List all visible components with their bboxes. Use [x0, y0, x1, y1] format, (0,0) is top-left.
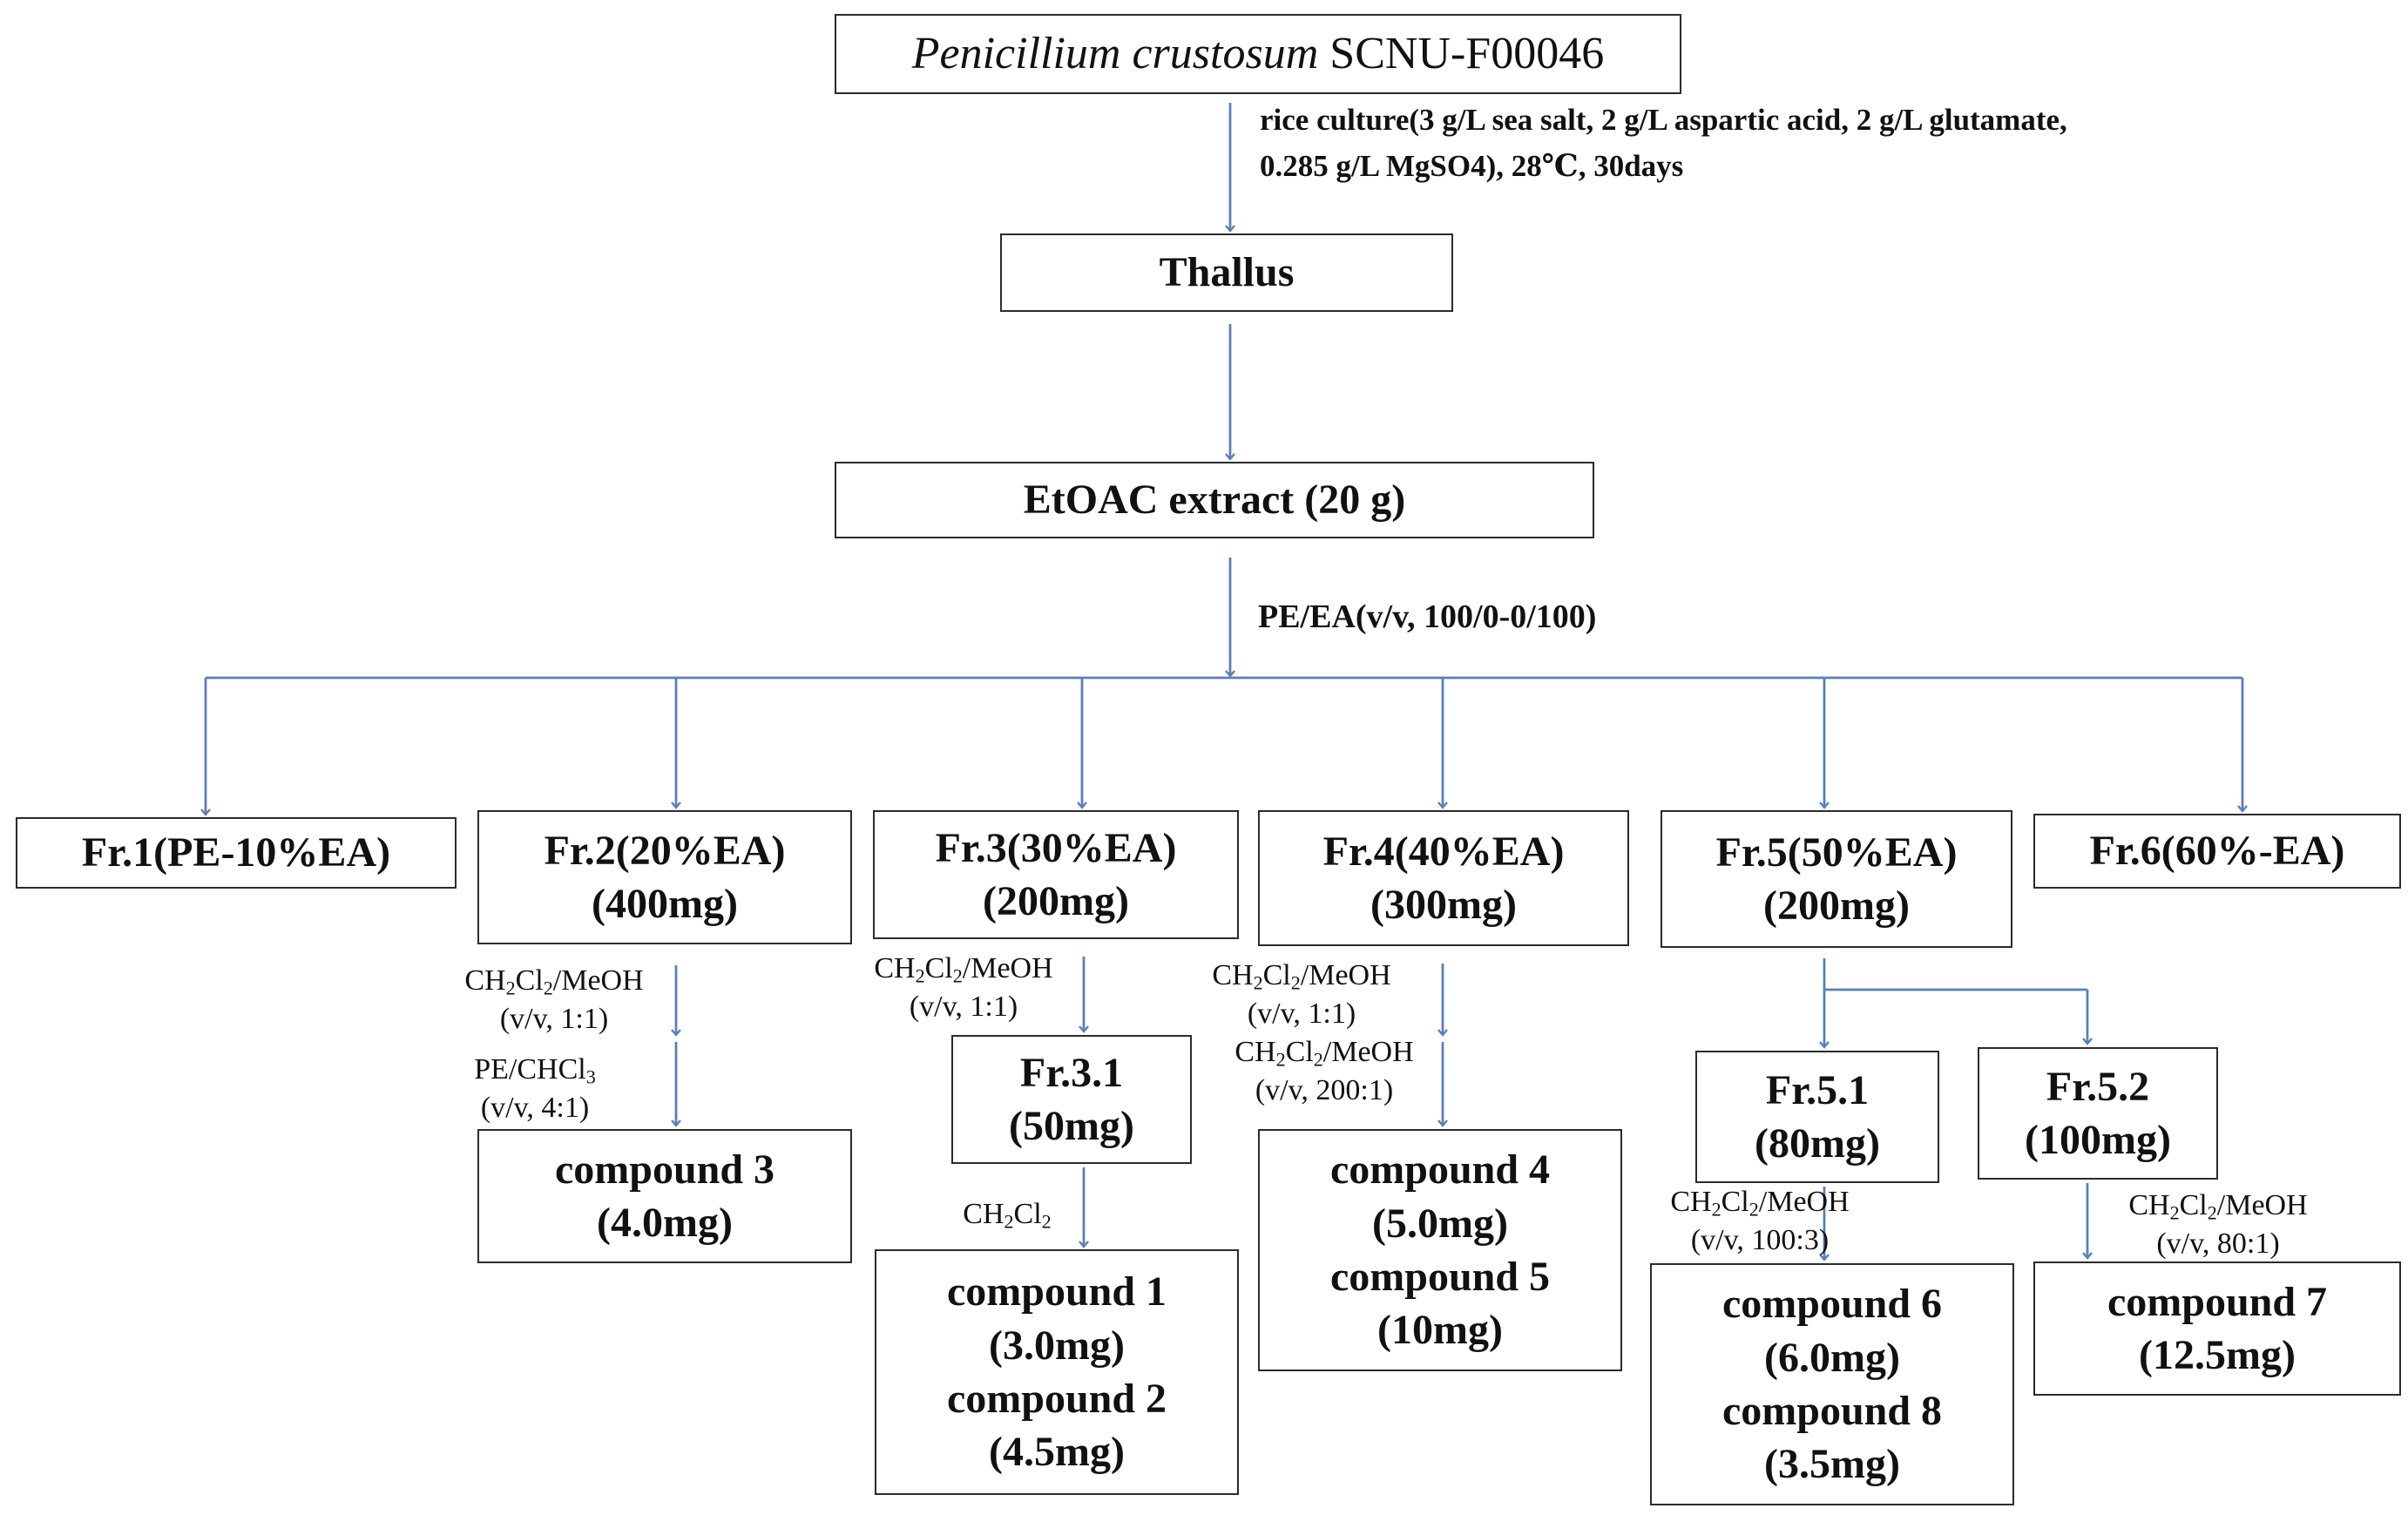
fraction-5-2-name: Fr.5.2 — [2046, 1063, 2150, 1110]
thallus-box: Thallus — [1000, 233, 1453, 312]
compound-4-5-box: compound 4 (5.0mg) compound 5 (10mg) — [1258, 1129, 1622, 1371]
solvent-fr5-2: CH2Cl2/MeOH (v/v, 80:1) — [2128, 1187, 2307, 1263]
fraction-3-1-box: Fr.3.1 (50mg) — [951, 1035, 1192, 1164]
fraction-5-1-mass: (80mg) — [1755, 1120, 1880, 1167]
solvent-formula: CH2Cl2/MeOH — [874, 952, 1053, 987]
compound-1-name: compound 1 — [946, 1268, 1167, 1315]
organism-name: Penicillium crustosum — [911, 28, 1319, 78]
solvent-ratio: (v/v, 1:1) — [499, 1003, 609, 1036]
compound-5-mass: (10mg) — [1377, 1307, 1503, 1354]
fraction-1-name: Fr.1(PE-10%EA) — [81, 829, 391, 876]
compound-6-mass: (6.0mg) — [1764, 1334, 1900, 1381]
compound-1-2-box: compound 1 (3.0mg) compound 2 (4.5mg) — [875, 1249, 1239, 1495]
compound-6-8-box: compound 6 (6.0mg) compound 8 (3.5mg) — [1650, 1263, 2014, 1505]
compound-4-mass: (5.0mg) — [1372, 1200, 1508, 1247]
culture-line-1: rice culture(3 g/L sea salt, 2 g/L aspar… — [1260, 103, 2067, 137]
compound-8-mass: (3.5mg) — [1764, 1441, 1900, 1488]
compound-3-name: compound 3 — [554, 1146, 775, 1193]
extract-box: EtOAC extract (20 g) — [835, 462, 1594, 538]
fraction-2-box: Fr.2(20%EA) (400mg) — [477, 810, 852, 944]
gradient-label: PE/EA(v/v, 100/0-0/100) — [1258, 599, 1597, 635]
compound-2-name: compound 2 — [946, 1376, 1167, 1422]
fraction-6-box: Fr.6(60%-EA) — [2033, 814, 2401, 889]
solvent-formula: PE/CHCl3 — [474, 1053, 596, 1088]
compound-7-name: compound 7 — [2107, 1278, 2328, 1325]
solvent-ratio: (v/v, 1:1) — [1247, 998, 1356, 1031]
compound-8-name: compound 8 — [1721, 1388, 1943, 1434]
culture-conditions: rice culture(3 g/L sea salt, 2 g/L aspar… — [1260, 98, 2067, 189]
fraction-3-name: Fr.3(30%EA) — [935, 824, 1177, 871]
fraction-4-box: Fr.4(40%EA) (300mg) — [1258, 810, 1629, 946]
solvent-fr4-step2: CH2Cl2/MeOH (v/v, 200:1) — [1234, 1033, 1413, 1110]
strain-id: SCNU-F00046 — [1329, 28, 1605, 78]
solvent-fr2-step1: CH2Cl2/MeOH (v/v, 1:1) — [464, 962, 643, 1038]
compound-3-box: compound 3 (4.0mg) — [477, 1129, 852, 1263]
extract-label: EtOAC extract (20 g) — [1023, 477, 1406, 524]
fraction-5-mass: (200mg) — [1763, 883, 1910, 929]
fraction-5-box: Fr.5(50%EA) (200mg) — [1661, 810, 2012, 948]
solvent-formula: CH2Cl2/MeOH — [1670, 1186, 1850, 1221]
compound-7-mass: (12.5mg) — [2139, 1332, 2296, 1378]
fraction-4-mass: (300mg) — [1370, 882, 1517, 928]
solvent-fr5-1: CH2Cl2/MeOH (v/v, 100:3) — [1670, 1183, 1849, 1260]
fraction-5-1-name: Fr.5.1 — [1765, 1066, 1870, 1113]
fraction-5-2-mass: (100mg) — [2025, 1117, 2171, 1163]
fraction-2-mass: (400mg) — [592, 881, 738, 927]
compound-2-mass: (4.5mg) — [989, 1429, 1125, 1476]
fraction-3-box: Fr.3(30%EA) (200mg) — [873, 810, 1239, 939]
fraction-3-1-name: Fr.3.1 — [1019, 1049, 1124, 1096]
fraction-5-name: Fr.5(50%EA) — [1715, 829, 1958, 876]
solvent-ratio: (v/v, 80:1) — [2156, 1228, 2280, 1261]
fraction-3-mass: (200mg) — [983, 878, 1129, 924]
compound-7-box: compound 7 (12.5mg) — [2033, 1261, 2401, 1396]
solvent-fr3-step2: CH2Cl2 — [963, 1195, 1051, 1234]
strain-label: Penicillium crustosum SCNU-F00046 — [912, 25, 1604, 84]
compound-5-name: compound 5 — [1329, 1254, 1551, 1300]
fraction-3-1-mass: (50mg) — [1009, 1103, 1134, 1149]
fraction-2-name: Fr.2(20%EA) — [544, 827, 786, 874]
solvent-ratio: (v/v, 100:3) — [1690, 1224, 1830, 1257]
solvent-fr2-step2: PE/CHCl3 (v/v, 4:1) — [474, 1051, 596, 1127]
solvent-formula: CH2Cl2/MeOH — [1234, 1036, 1414, 1071]
culture-line-2: 0.285 g/L MgSO4), 28℃, 30days — [1260, 148, 1684, 183]
solvent-formula: CH2Cl2/MeOH — [2128, 1189, 2308, 1224]
fraction-5-1-box: Fr.5.1 (80mg) — [1695, 1051, 1939, 1183]
solvent-fr4-step1: CH2Cl2/MeOH (v/v, 1:1) — [1212, 957, 1390, 1033]
solvent-fr3-step1: CH2Cl2/MeOH (v/v, 1:1) — [874, 950, 1052, 1026]
compound-3-mass: (4.0mg) — [597, 1200, 733, 1246]
solvent-formula: CH2Cl2/MeOH — [464, 964, 644, 999]
solvent-formula: CH2Cl2/MeOH — [1212, 959, 1391, 994]
solvent-formula: CH2Cl2 — [963, 1198, 1052, 1233]
solvent-ratio: (v/v, 4:1) — [480, 1092, 590, 1125]
thallus-label: Thallus — [1159, 249, 1295, 296]
fraction-6-name: Fr.6(60%-EA) — [2089, 828, 2345, 875]
fraction-5-2-box: Fr.5.2 (100mg) — [1978, 1047, 2218, 1180]
compound-4-name: compound 4 — [1329, 1146, 1551, 1194]
fraction-1-box: Fr.1(PE-10%EA) — [16, 817, 457, 889]
solvent-ratio: (v/v, 200:1) — [1255, 1074, 1394, 1107]
solvent-ratio: (v/v, 1:1) — [909, 991, 1018, 1024]
compound-1-mass: (3.0mg) — [989, 1322, 1125, 1369]
fraction-4-name: Fr.4(40%EA) — [1322, 828, 1565, 875]
strain-box: Penicillium crustosum SCNU-F00046 — [835, 14, 1681, 94]
compound-6-name: compound 6 — [1721, 1281, 1943, 1328]
